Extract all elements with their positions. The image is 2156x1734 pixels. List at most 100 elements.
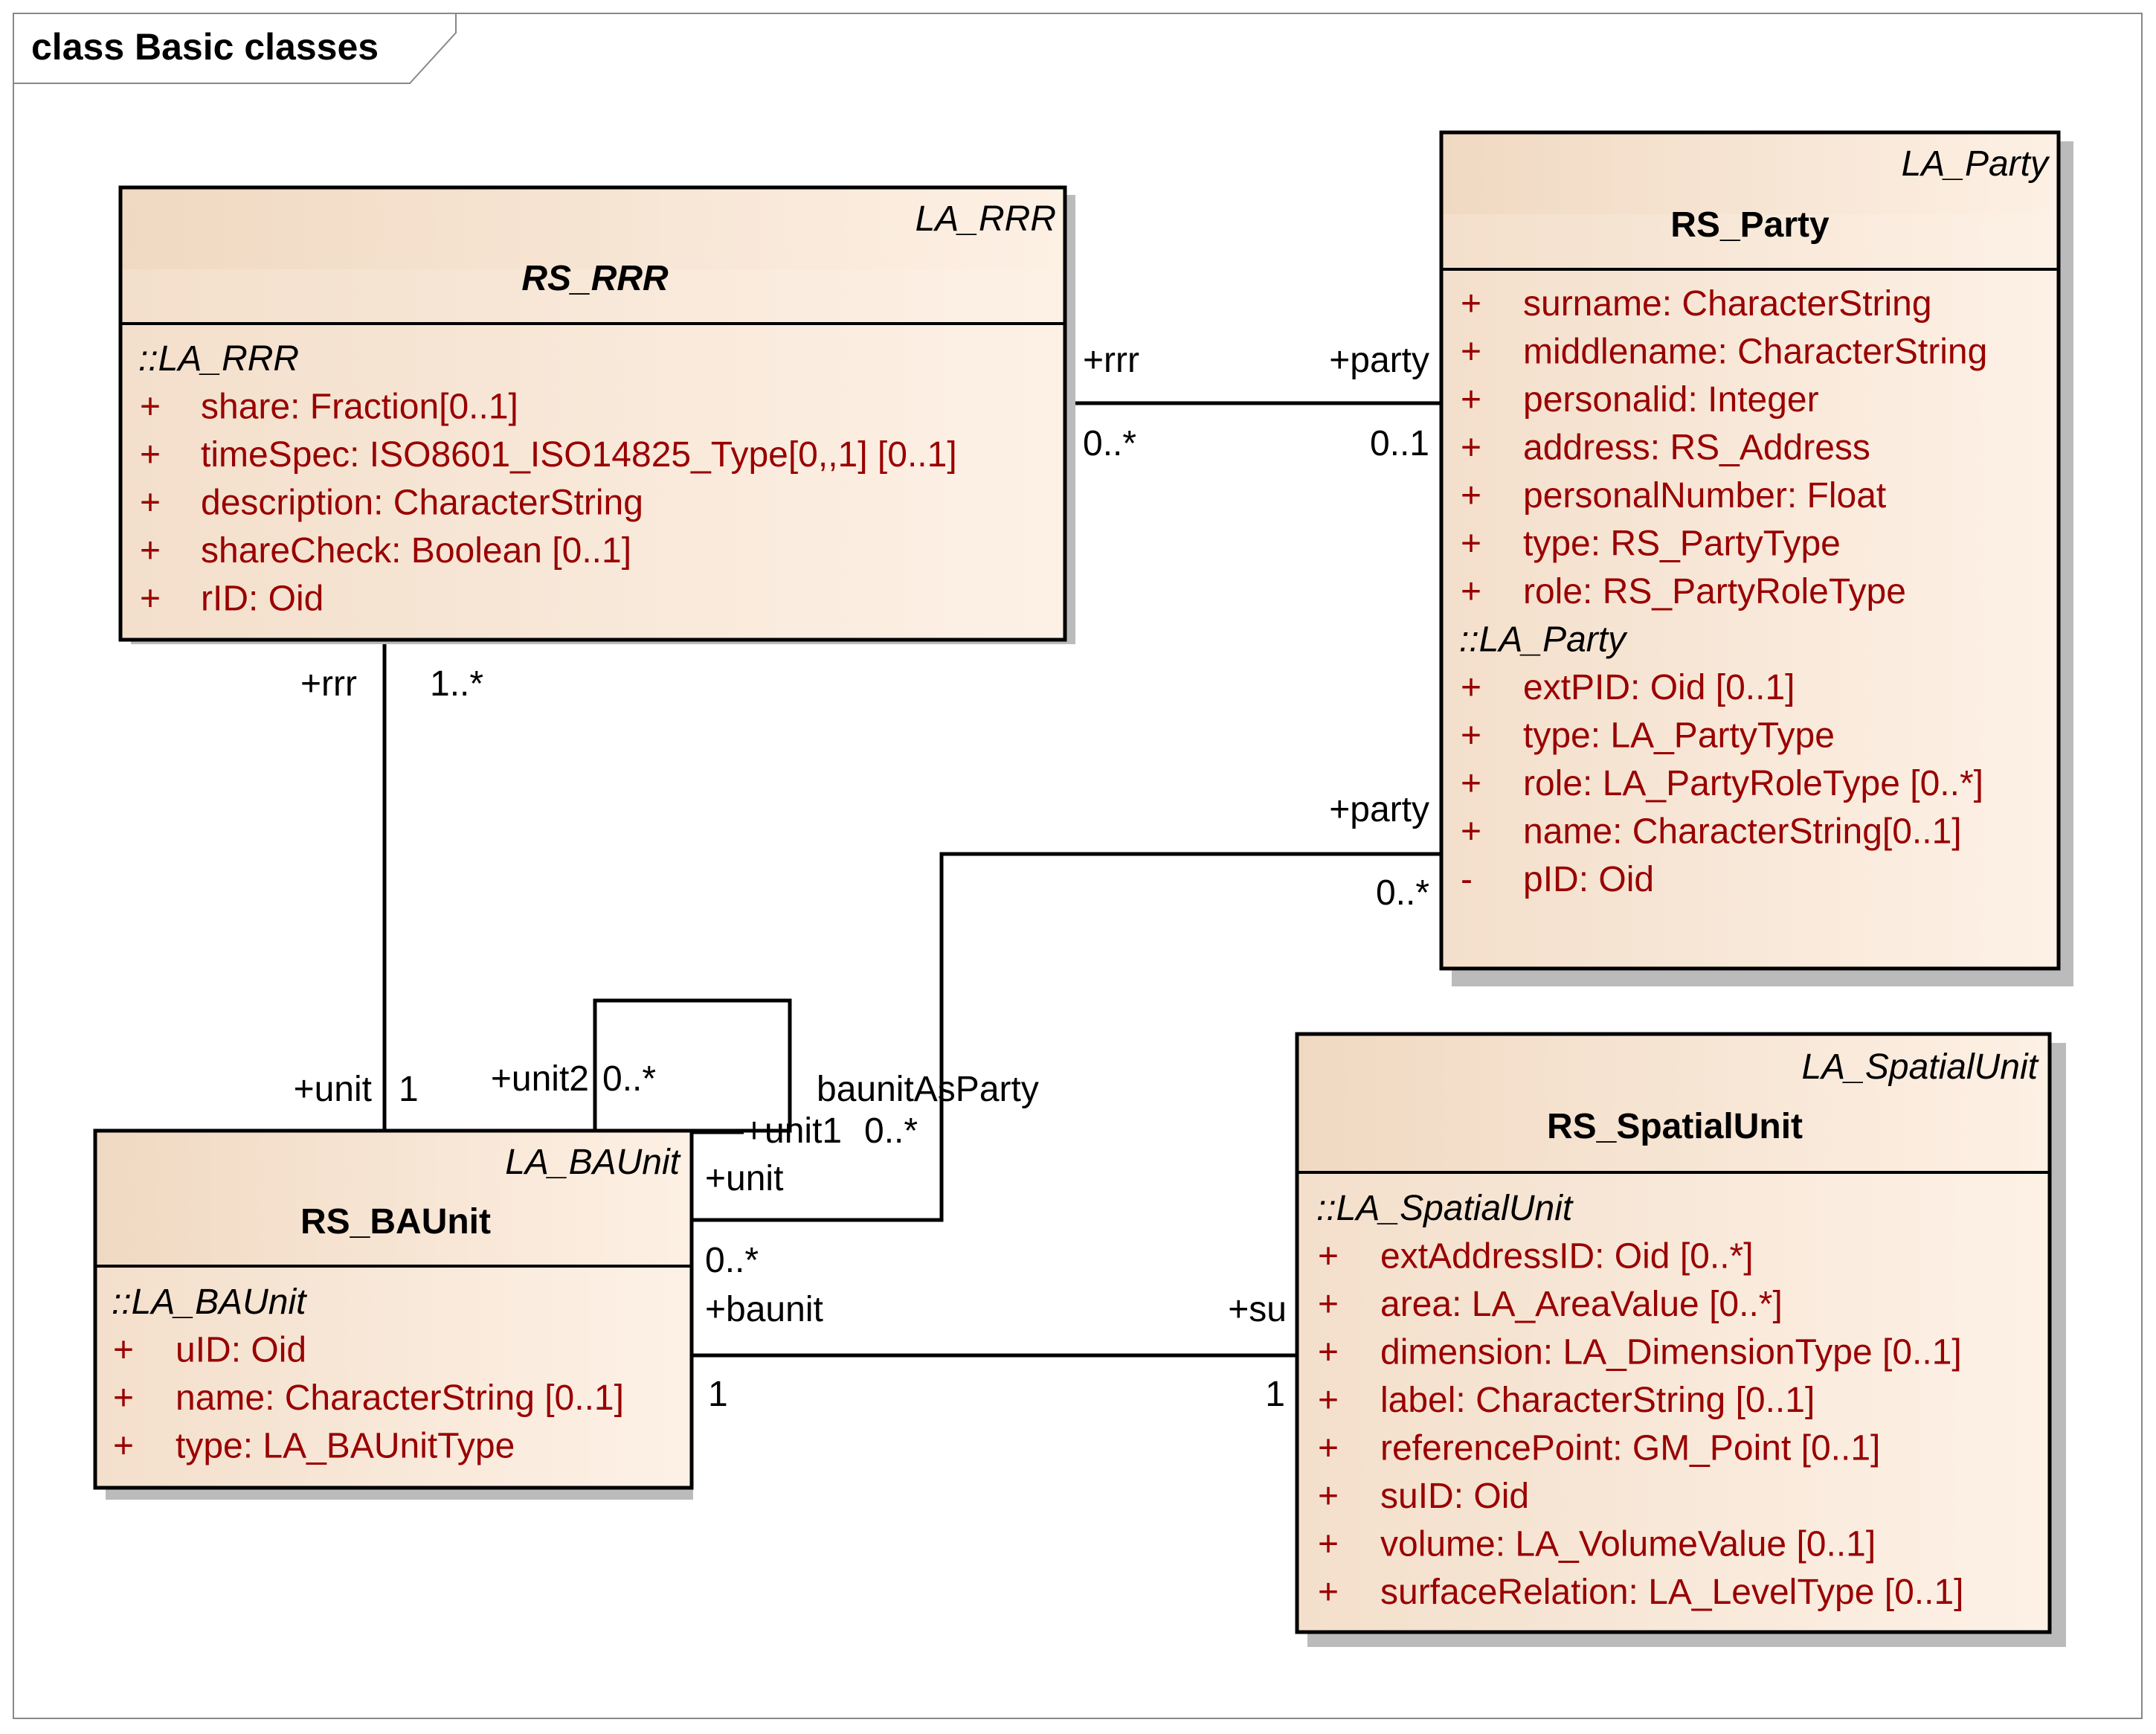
class-border (118, 185, 1067, 642)
attribute-visibility: + (1318, 1333, 1339, 1372)
attribute-row: pID: Oid (1523, 860, 1654, 899)
class-name: RS_BAUnit (300, 1202, 491, 1242)
frame-tab (13, 13, 457, 84)
attribute-list: ::LA_SpatialUnit+ extAddressID: Oid [0..*… (1316, 1189, 1963, 1612)
attribute-row: suID: Oid (1380, 1477, 1529, 1516)
class-body (95, 1266, 692, 1488)
class-border (93, 1128, 694, 1490)
class-body (120, 269, 1065, 640)
attribute-row: personalNumber: Float (1523, 476, 1886, 516)
class-border (1295, 1032, 2052, 1634)
attribute-list: ::LA_RRR+share: Fraction[0..1]+timeSpec:… (138, 339, 957, 619)
attribute-group-label: ::LA_RRR (138, 339, 299, 379)
role-label-party: +party (1329, 790, 1429, 829)
attribute-row: surfaceRelation: LA_LevelType [0..1] (1380, 1573, 1963, 1612)
class-name: RS_Party (1670, 205, 1830, 245)
class-rs-baunit[interactable]: LA_BAUnit RS_BAUnit ::LA_BAUnit+ uID: Oid… (93, 1128, 694, 1500)
multiplicity-label: 0..* (602, 1059, 656, 1099)
role-label-unit: +unit (705, 1159, 783, 1198)
attribute-row: dimension: LA_DimensionType [0..1] (1380, 1333, 1962, 1372)
attribute-row: type: LA_PartyType (1523, 716, 1835, 756)
attribute-row: type: RS_PartyType (1523, 524, 1841, 564)
class-header (120, 187, 1065, 269)
attribute-visibility: + (140, 579, 161, 619)
attribute-group-label: ::LA_Party (1459, 620, 1628, 660)
class-name: RS_SpatialUnit (1547, 1107, 1803, 1146)
multiplicity-label: 1..* (430, 664, 483, 704)
attribute-row: shareCheck: Boolean [0..1] (201, 531, 631, 571)
attribute-visibility: + (1461, 668, 1481, 707)
multiplicity-label: 1 (399, 1070, 419, 1109)
class-name: RS_RRR (521, 259, 669, 298)
multiplicity-label: 1 (1265, 1375, 1285, 1414)
attribute-row: type: LA_BAUnitType (176, 1427, 515, 1466)
attribute-visibility: + (1318, 1573, 1339, 1612)
attribute-row: role: LA_PartyRoleType [0..*] (1523, 764, 1983, 803)
attribute-visibility: + (1461, 284, 1481, 324)
attribute-visibility: + (1461, 524, 1481, 564)
role-label-unit: +unit (294, 1070, 372, 1109)
attribute-visibility: + (140, 435, 161, 475)
attribute-visibility: + (1461, 572, 1481, 611)
attribute-visibility: + (1318, 1237, 1339, 1277)
baunit-party-link[interactable] (692, 852, 1441, 1222)
attribute-row: share: Fraction[0..1] (201, 388, 518, 427)
attribute-visibility: + (1318, 1285, 1339, 1324)
attribute-row: description: CharacterString (201, 484, 643, 523)
multiplicity-label: 0..* (705, 1241, 759, 1280)
attribute-group-label: ::LA_BAUnit (112, 1282, 307, 1322)
role-label-unit2: +unit2 (491, 1059, 589, 1099)
attribute-visibility: + (113, 1331, 134, 1370)
attribute-group-label: ::LA_SpatialUnit (1316, 1189, 1574, 1228)
multiplicity-label: 0..* (1083, 424, 1136, 463)
attribute-row: timeSpec: ISO8601_ISO14825_Type[0,,1] [0… (201, 435, 957, 475)
class-header (1297, 1034, 2050, 1174)
class-body (1441, 214, 2059, 969)
attribute-row: volume: LA_VolumeValue [0..1] (1380, 1525, 1876, 1564)
role-label-rrr: +rrr (1083, 341, 1139, 380)
role-label-su: +su (1228, 1290, 1287, 1329)
attribute-visibility: - (1461, 860, 1473, 899)
class-stereotype: LA_Party (1902, 144, 2050, 184)
class-rs-spatialunit[interactable]: LA_SpatialUnit RS_SpatialUnit ::LA_Spati… (1295, 1032, 2066, 1647)
attribute-row: rID: Oid (201, 579, 324, 619)
attribute-row: name: CharacterString [0..1] (176, 1378, 624, 1418)
attribute-visibility: + (1318, 1429, 1339, 1468)
self-unit-link[interactable] (593, 998, 792, 1133)
attribute-row: label: CharacterString [0..1] (1380, 1381, 1815, 1420)
attribute-visibility: + (113, 1378, 134, 1418)
attribute-row: area: LA_AreaValue [0..*] (1380, 1285, 1783, 1324)
attribute-visibility: + (1461, 380, 1481, 420)
multiplicity-label: 0..* (1376, 873, 1429, 913)
attribute-row: address: RS_Address (1523, 428, 1870, 468)
connectors (382, 401, 1441, 1358)
attribute-visibility: + (140, 388, 161, 427)
association-name: baunitAsParty (817, 1070, 1039, 1109)
attribute-visibility: + (1318, 1477, 1339, 1516)
multiplicity-label: 0..* (864, 1111, 918, 1151)
attribute-row: extPID: Oid [0..1] (1523, 668, 1795, 707)
class-stereotype: LA_BAUnit (505, 1143, 680, 1182)
attribute-row: surname: CharacterString (1523, 284, 1932, 324)
attribute-visibility: + (140, 484, 161, 523)
attribute-list: ::LA_BAUnit+uID: Oid+name: CharacterStri… (112, 1282, 624, 1466)
attribute-list: + surname: CharacterString + middlename: Ch… (1459, 284, 1987, 899)
class-stereotype: LA_RRR (916, 199, 1056, 239)
attribute-visibility: + (1461, 476, 1481, 516)
class-body (1297, 1174, 2050, 1632)
attribute-visibility: + (1461, 428, 1481, 468)
class-rs-party[interactable]: LA_Party RS_Party + surname: CharacterStr… (1439, 130, 2073, 986)
attribute-row: referencePoint: GM_Point [0..1] (1380, 1429, 1880, 1468)
multiplicity-label: 1 (708, 1375, 728, 1414)
attribute-row: extAddressID: Oid [0..*] (1380, 1237, 1754, 1277)
class-stereotype: LA_SpatialUnit (1801, 1047, 2038, 1087)
attribute-row: middlename: CharacterString (1523, 333, 1987, 372)
class-rs-rrr[interactable]: LA_RRR RS_RRR ::LA_RRR+ share: Fraction[0… (118, 185, 1075, 644)
attribute-visibility: + (113, 1427, 134, 1466)
attribute-row: uID: Oid (176, 1331, 306, 1370)
role-label-party: +party (1329, 341, 1429, 380)
attribute-row: personalid: Integer (1523, 380, 1819, 420)
class-header (1441, 132, 2059, 214)
